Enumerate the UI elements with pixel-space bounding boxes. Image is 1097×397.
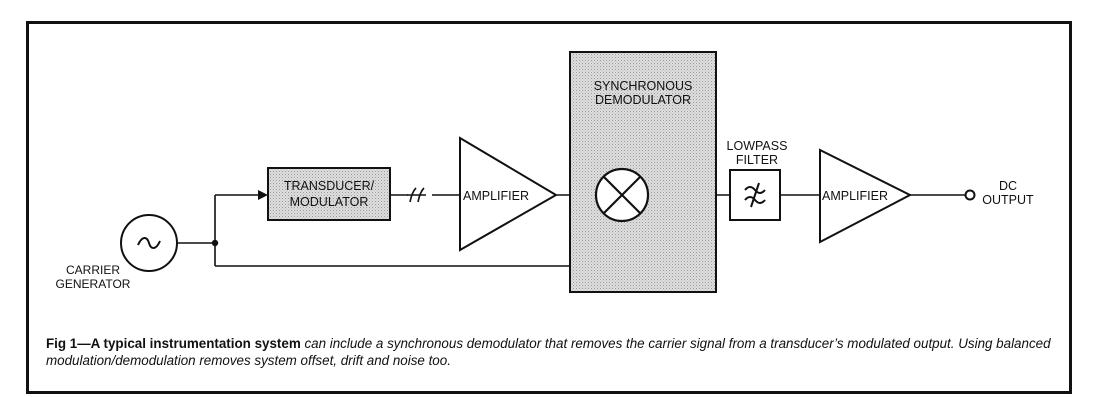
carrier-generator-label-line1: CARRIER bbox=[66, 263, 120, 277]
dc-output-label-line2: OUTPUT bbox=[982, 193, 1034, 207]
output-terminal bbox=[964, 189, 976, 201]
arrow-to-modulator bbox=[258, 190, 268, 200]
demodulator-label-line2: DEMODULATOR bbox=[595, 93, 691, 107]
transducer-label-line2: MODULATOR bbox=[290, 195, 369, 209]
cable-break-symbol bbox=[407, 187, 426, 203]
amplifier-2: AMPLIFIER bbox=[819, 148, 913, 244]
figure-frame bbox=[26, 21, 1072, 394]
caption-body: can include a synchronous demodulator th… bbox=[46, 336, 1051, 368]
synchronous-demodulator-block: SYNCHRONOUS DEMODULATOR bbox=[569, 51, 717, 293]
amplifier-2-label: AMPLIFIER bbox=[822, 189, 888, 203]
transducer-label-line1: TRANSDUCER/ bbox=[284, 179, 375, 193]
carrier-generator-label-line2: GENERATOR bbox=[56, 277, 131, 291]
caption-title: Fig 1—A typical instrumentation system bbox=[46, 336, 301, 351]
lowpass-label-line2: FILTER bbox=[736, 153, 778, 167]
transducer-modulator-block: TRANSDUCER/ MODULATOR bbox=[267, 167, 391, 221]
amplifier-1-label: AMPLIFIER bbox=[463, 189, 529, 203]
filter-symbol-icon bbox=[744, 182, 766, 208]
amplifier-1: AMPLIFIER bbox=[459, 136, 558, 252]
sine-wave-icon bbox=[137, 237, 161, 249]
dc-output: DC OUTPUT bbox=[964, 179, 1034, 207]
lowpass-filter: LOWPASS FILTER bbox=[727, 139, 788, 221]
figure-caption: Fig 1—A typical instrumentation system c… bbox=[46, 335, 1066, 369]
demodulator-label-line1: SYNCHRONOUS bbox=[594, 79, 693, 93]
dc-output-label-line1: DC bbox=[999, 179, 1017, 193]
junction-dot bbox=[211, 239, 219, 247]
lowpass-label-line1: LOWPASS bbox=[727, 139, 788, 153]
carrier-generator: CARRIER GENERATOR bbox=[56, 214, 178, 291]
